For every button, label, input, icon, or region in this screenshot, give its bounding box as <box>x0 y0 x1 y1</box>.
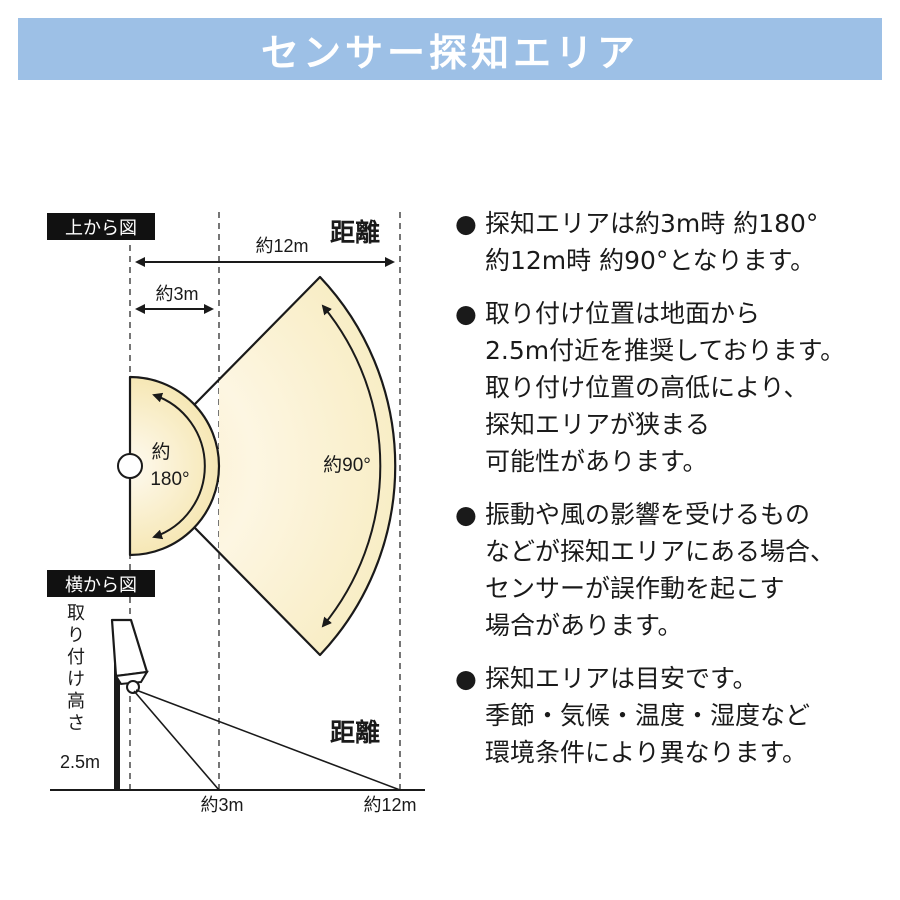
sensor-icon-top <box>117 453 143 479</box>
top-view-label: 上から図 <box>65 218 137 238</box>
svg-text:さ: さ <box>67 713 85 733</box>
side-near-distance-label: 約3m <box>200 795 243 815</box>
sensor-bracket <box>114 670 149 686</box>
note-line: 振動や風の影響を受けるもの <box>485 500 811 529</box>
far-sector-outline <box>193 275 397 657</box>
note-line: 場合があります。 <box>485 611 683 640</box>
near-angle-arrow <box>152 392 206 540</box>
side-ray-near <box>133 690 220 791</box>
bullet: ● <box>455 299 477 328</box>
note-line: 取り付け位置は地面から <box>485 299 761 328</box>
side-view-label: 横から図 <box>65 575 137 595</box>
side-ray-far <box>135 689 401 791</box>
note-line: 約12m時 約90°となります。 <box>485 246 816 275</box>
far-angle-arrow <box>321 304 382 628</box>
svg-text:け: け <box>67 669 85 689</box>
note-line: 探知エリアは目安です。 <box>485 664 758 693</box>
note-line: 探知エリアが狭まる <box>485 410 711 439</box>
note-line: 環境条件により異なります。 <box>485 738 808 767</box>
notes-list: ● 探知エリアは約3m時 約180° 約12m時 約90°となります。 ● 取り… <box>455 205 885 787</box>
bullet: ● <box>455 664 477 693</box>
note-guideline: ● 探知エリアは目安です。 季節・気候・温度・湿度など 環境条件により異なります… <box>455 660 885 771</box>
mount-pole <box>114 660 120 790</box>
note-malfunction: ● 振動や風の影響を受けるもの などが探知エリアにある場合、 センサーが誤作動を… <box>455 496 885 644</box>
far-angle-label: 約90° <box>323 454 371 476</box>
note-line: センサーが誤作動を起こす <box>485 574 785 603</box>
top-view-label-bg <box>47 213 155 240</box>
svg-text:高: 高 <box>67 691 85 711</box>
side-distance-heading: 距離 <box>330 719 380 747</box>
title-banner: センサー探知エリア <box>18 18 882 80</box>
far-detection-sector <box>219 277 396 655</box>
side-view-label-bg <box>47 570 155 597</box>
note-line: などが探知エリアにある場合、 <box>485 537 836 566</box>
svg-text:取: 取 <box>67 603 85 623</box>
note-line: 季節・気候・温度・湿度など <box>485 701 811 730</box>
far-distance-label: 約12m <box>255 236 308 256</box>
bullet: ● <box>455 500 477 529</box>
note-line: 探知エリアは約3m時 約180° <box>485 209 819 238</box>
near-distance-label: 約3m <box>155 284 198 304</box>
note-detection-range: ● 探知エリアは約3m時 約180° 約12m時 約90°となります。 <box>455 205 885 279</box>
side-far-distance-label: 約12m <box>363 795 416 815</box>
note-line: 可能性があります。 <box>485 447 708 476</box>
svg-text:り: り <box>67 625 85 645</box>
svg-text:付: 付 <box>67 647 85 667</box>
sensor-head-icon <box>110 618 149 678</box>
bullet: ● <box>455 209 477 238</box>
near-angle-label-line2: 180° <box>150 469 189 490</box>
page-title: センサー探知エリア <box>260 30 639 75</box>
note-mount-height: ● 取り付け位置は地面から 2.5m付近を推奨しております。 取り付け位置の高低… <box>455 295 885 480</box>
note-line: 2.5m付近を推奨しております。 <box>485 336 846 365</box>
note-line: 取り付け位置の高低により、 <box>485 373 809 402</box>
top-distance-heading: 距離 <box>330 219 380 247</box>
mount-height-value: 2.5m <box>60 752 100 772</box>
near-angle-label-line1: 約 <box>151 441 170 463</box>
mount-height-label: 取 り 付 け 高 さ <box>67 603 85 733</box>
